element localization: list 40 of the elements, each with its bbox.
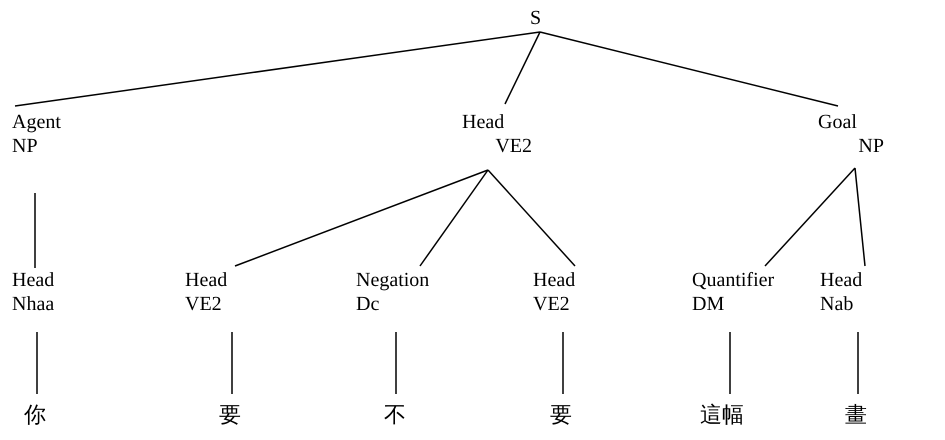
category-label: Dc — [356, 292, 380, 316]
tree-branch-line — [504, 32, 541, 104]
tree-branch-line — [395, 332, 397, 394]
tree-branch-line — [857, 332, 859, 394]
category-label: Nab — [820, 292, 854, 316]
tree-branch-line — [487, 170, 576, 266]
node-label: Head — [820, 268, 864, 292]
tree-branch-line — [854, 168, 866, 266]
node-label: Goal — [818, 110, 858, 134]
tree-branch-line — [234, 169, 488, 267]
tree-branch-line — [729, 332, 731, 394]
category-label: NP — [857, 134, 884, 158]
node-label: Quantifier — [692, 268, 776, 292]
node-label: Head — [185, 268, 228, 292]
category-label: VE2 — [185, 292, 223, 316]
tree-branch-line — [14, 31, 540, 107]
word-token: 要 — [550, 401, 573, 429]
tree-branch-line — [231, 332, 233, 394]
tree-branch-line — [562, 332, 564, 394]
category-label: NP — [12, 134, 39, 158]
tree-branch-line — [764, 168, 856, 266]
node-label: Head — [462, 110, 506, 134]
node-label: Agent — [12, 110, 62, 134]
node-label: Negation — [356, 268, 430, 292]
word-token: 你 — [24, 401, 47, 429]
node-label: Head — [12, 268, 56, 292]
category-label: Nhaa — [12, 292, 56, 316]
category-label: VE2 — [533, 292, 571, 316]
category-label: VE2 — [494, 134, 532, 158]
word-token: 畫 — [845, 401, 868, 429]
category-label: DM — [692, 292, 726, 316]
tree-branch-line — [419, 170, 489, 266]
word-token: 不 — [384, 401, 407, 429]
word-token: 要 — [219, 401, 242, 429]
node-label: S — [530, 6, 542, 30]
node-label: Head — [533, 268, 576, 292]
tree-branch-line — [540, 31, 838, 107]
tree-branch-line — [34, 193, 36, 268]
tree-branch-line — [36, 332, 38, 394]
word-token: 這幅 — [700, 401, 745, 429]
